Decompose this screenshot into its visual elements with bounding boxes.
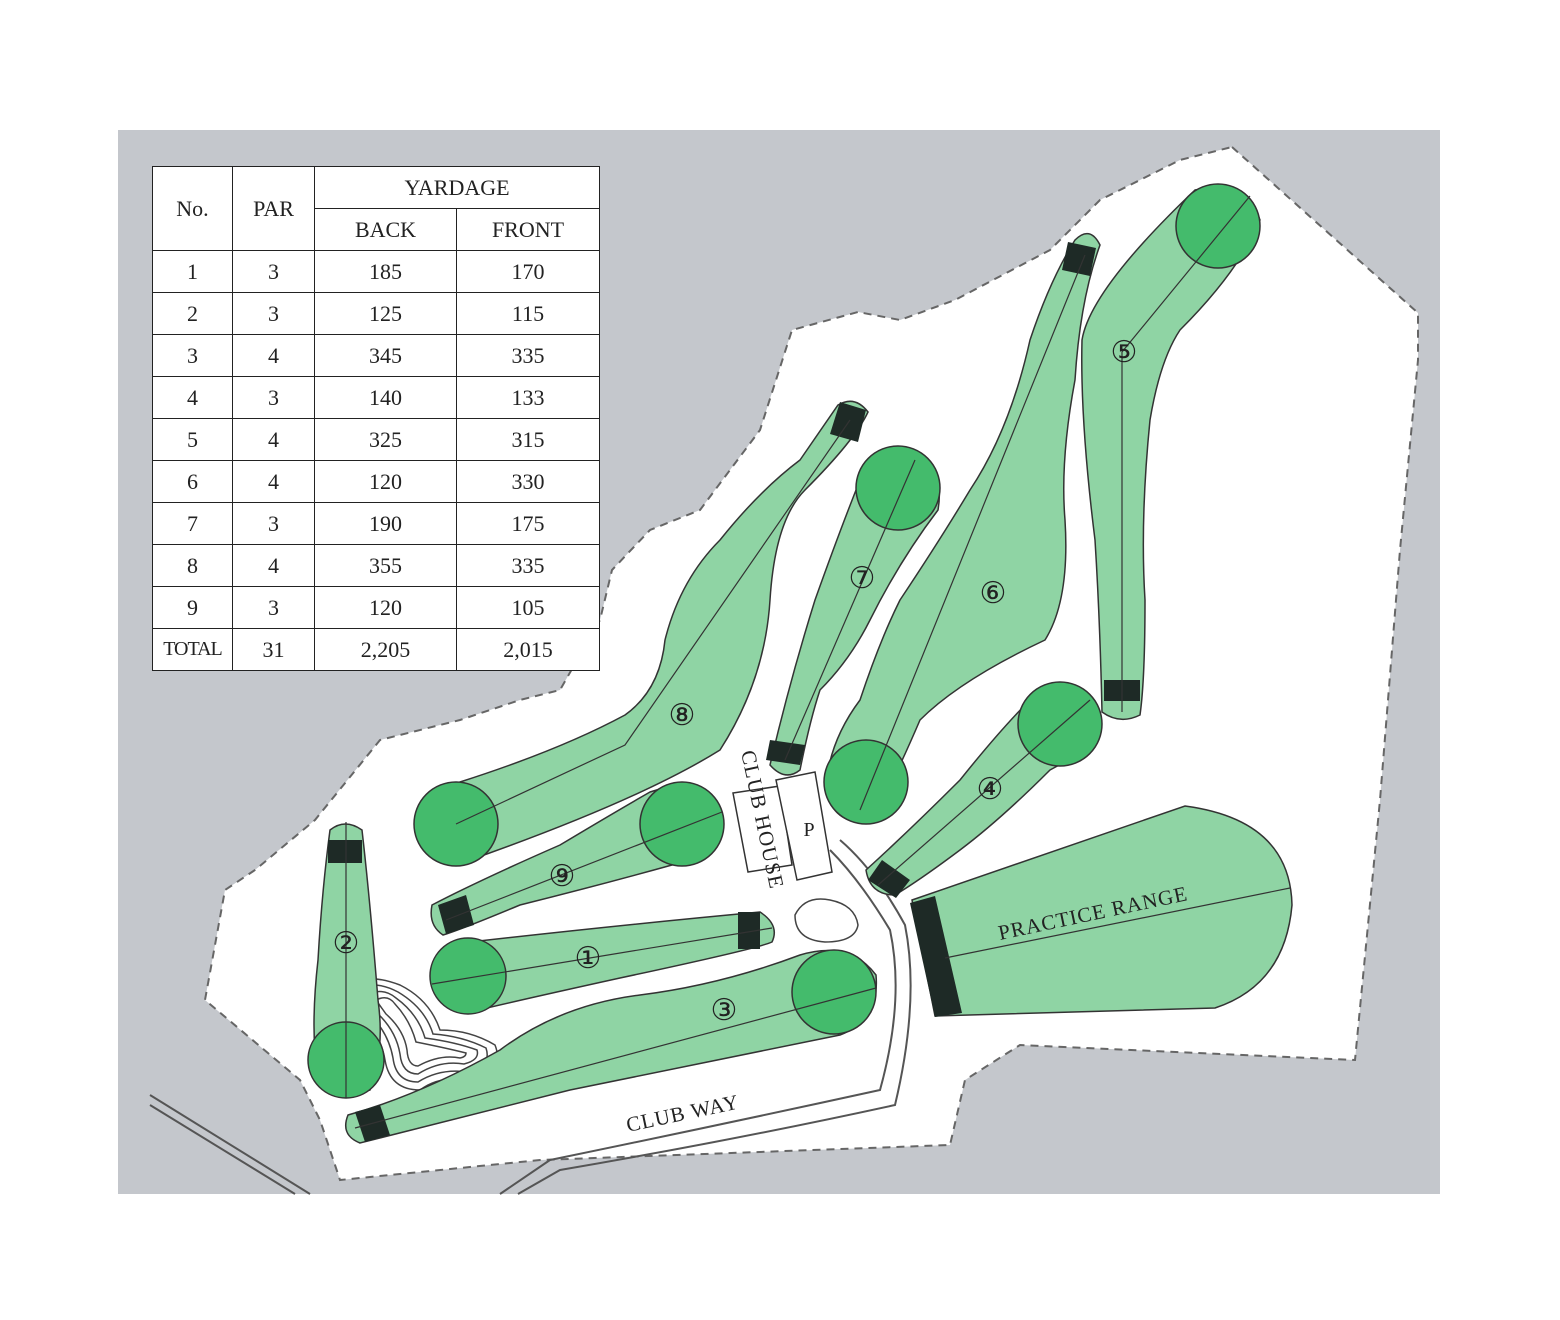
cell-par: 3 (232, 586, 315, 629)
hole-label-2: ② (333, 927, 360, 960)
cell-no: 4 (152, 376, 233, 419)
cell-par: 4 (232, 418, 315, 461)
total-row: TOTAL 31 2,205 2,015 (152, 628, 600, 671)
total-front: 2,015 (456, 628, 600, 671)
table-row: 3 4 345 335 (152, 334, 600, 377)
hole-label-4: ④ (977, 773, 1004, 806)
cell-front: 170 (456, 250, 600, 293)
total-back: 2,205 (314, 628, 457, 671)
table-row: 9 3 120 105 (152, 586, 600, 629)
cell-front: 330 (456, 460, 600, 503)
cell-par: 3 (232, 502, 315, 545)
cell-par: 4 (232, 334, 315, 377)
cell-front: 315 (456, 418, 600, 461)
hole-2 (307, 822, 385, 1099)
cell-back: 120 (314, 586, 457, 629)
cell-back: 325 (314, 418, 457, 461)
header-yardage: YARDAGE (314, 166, 600, 209)
header-par: PAR (232, 166, 315, 251)
header-no: No. (152, 166, 233, 251)
parking-label: P (803, 819, 814, 841)
cell-no: 6 (152, 460, 233, 503)
cell-back: 120 (314, 460, 457, 503)
pond (794, 898, 859, 943)
hole-9 (430, 781, 725, 936)
scorecard-table: No. PAR YARDAGE BACK FRONT 1 3 185 170 2… (152, 166, 600, 671)
hole-label-7: ⑦ (849, 562, 876, 595)
table-row: 6 4 120 330 (152, 460, 600, 503)
club-house-building (732, 771, 833, 881)
cell-front: 335 (456, 544, 600, 587)
cell-no: 8 (152, 544, 233, 587)
hole-5 (1081, 183, 1261, 721)
practice-range (910, 805, 1293, 1017)
hole-1 (429, 911, 775, 1015)
table-row: 7 3 190 175 (152, 502, 600, 545)
cell-back: 140 (314, 376, 457, 419)
cell-back: 185 (314, 250, 457, 293)
cell-front: 175 (456, 502, 600, 545)
cell-no: 9 (152, 586, 233, 629)
hole-label-6: ⑥ (980, 577, 1007, 610)
hole-label-1: ① (575, 942, 602, 975)
hole-8 (413, 400, 869, 867)
hole-6 (823, 232, 1101, 825)
hole-label-5: ⑤ (1111, 336, 1138, 369)
cell-no: 2 (152, 292, 233, 335)
table-row: 1 3 185 170 (152, 250, 600, 293)
cell-par: 3 (232, 292, 315, 335)
road-main (149, 1094, 311, 1195)
total-label: TOTAL (152, 628, 233, 671)
cell-par: 3 (232, 376, 315, 419)
cell-no: 3 (152, 334, 233, 377)
cell-front: 105 (456, 586, 600, 629)
cell-front: 335 (456, 334, 600, 377)
cell-no: 5 (152, 418, 233, 461)
cell-front: 115 (456, 292, 600, 335)
header-back: BACK (314, 208, 457, 251)
hole-label-8: ⑧ (669, 699, 696, 732)
cell-par: 3 (232, 250, 315, 293)
cell-no: 7 (152, 502, 233, 545)
total-par: 31 (232, 628, 315, 671)
cell-back: 190 (314, 502, 457, 545)
hole-label-3: ③ (711, 994, 738, 1027)
hole-label-9: ⑨ (549, 860, 576, 893)
header-front: FRONT (456, 208, 600, 251)
hole-7 (766, 445, 941, 776)
cell-back: 125 (314, 292, 457, 335)
cell-no: 1 (152, 250, 233, 293)
cell-par: 4 (232, 460, 315, 503)
cell-back: 345 (314, 334, 457, 377)
cell-par: 4 (232, 544, 315, 587)
table-row: 2 3 125 115 (152, 292, 600, 335)
table-row: 5 4 325 315 (152, 418, 600, 461)
hole-4 (865, 681, 1103, 898)
table-row: 8 4 355 335 (152, 544, 600, 587)
cell-back: 355 (314, 544, 457, 587)
cell-front: 133 (456, 376, 600, 419)
table-row: 4 3 140 133 (152, 376, 600, 419)
hole-3 (345, 949, 878, 1144)
